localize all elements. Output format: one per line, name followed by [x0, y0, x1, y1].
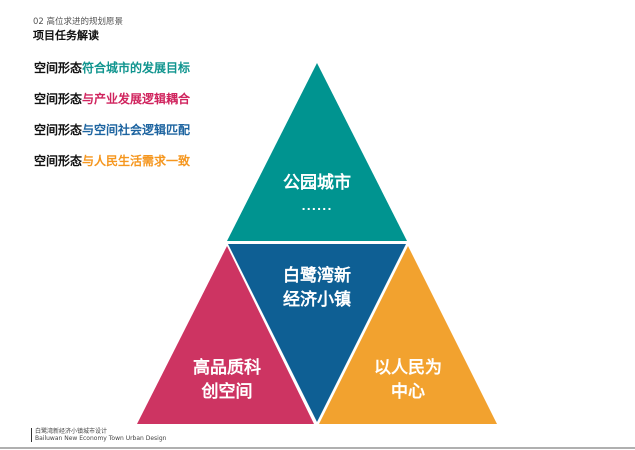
- top-triangle: [227, 63, 407, 241]
- task-point-lead: 空间形态: [34, 123, 83, 137]
- top-triangle-label: 公园城市 ......: [267, 172, 367, 214]
- center-label-line2: 经济小镇: [283, 290, 351, 310]
- task-point-lead: 空间形态: [34, 154, 83, 168]
- task-point: 空间形态与空间社会逻辑匹配: [34, 122, 190, 153]
- right-triangle-label: 以人民为 中心: [348, 356, 468, 404]
- bottom-divider: [0, 447, 635, 449]
- right-label-line1: 以人民为: [374, 358, 442, 378]
- task-point-text: 符合城市的发展目标: [82, 61, 191, 75]
- task-point: 空间形态与产业发展逻辑耦合: [34, 91, 190, 122]
- task-point-text: 与人民生活需求一致: [82, 154, 191, 168]
- left-label-line2: 创空间: [201, 382, 253, 402]
- top-label-line2: ......: [301, 200, 333, 214]
- task-point-lead: 空间形态: [34, 92, 83, 106]
- task-point-lead: 空间形态: [34, 61, 83, 75]
- left-label-line1: 高品质科: [193, 358, 261, 378]
- task-point: 空间形态与人民生活需求一致: [34, 153, 190, 184]
- footer-cn: 白鹭湾新经济小镇城市设计: [35, 428, 108, 435]
- right-label-line2: 中心: [391, 382, 425, 402]
- task-point: 空间形态符合城市的发展目标: [34, 60, 190, 91]
- left-triangle: [137, 246, 314, 424]
- section-subtitle: 02 高位求进的规划愿景: [33, 17, 124, 27]
- page-title: 项目任务解读: [33, 29, 99, 42]
- task-point-text: 与空间社会逻辑匹配: [82, 123, 191, 137]
- task-point-text: 与产业发展逻辑耦合: [82, 92, 191, 106]
- center-triangle-label: 白鹭湾新 经济小镇: [257, 264, 377, 312]
- left-triangle-label: 高品质科 创空间: [167, 356, 287, 404]
- footer-caption: 白鹭湾新经济小镇城市设计 Bailuwan New Economy Town U…: [31, 428, 166, 442]
- center-inverted-triangle: [228, 244, 406, 422]
- right-triangle: [319, 246, 497, 424]
- footer-en: Bailuwan New Economy Town Urban Design: [35, 435, 167, 442]
- top-label-line1: 公园城市: [283, 173, 351, 193]
- task-points-list: 空间形态符合城市的发展目标 空间形态与产业发展逻辑耦合 空间形态与空间社会逻辑匹…: [34, 60, 190, 184]
- center-label-line1: 白鹭湾新: [283, 266, 351, 286]
